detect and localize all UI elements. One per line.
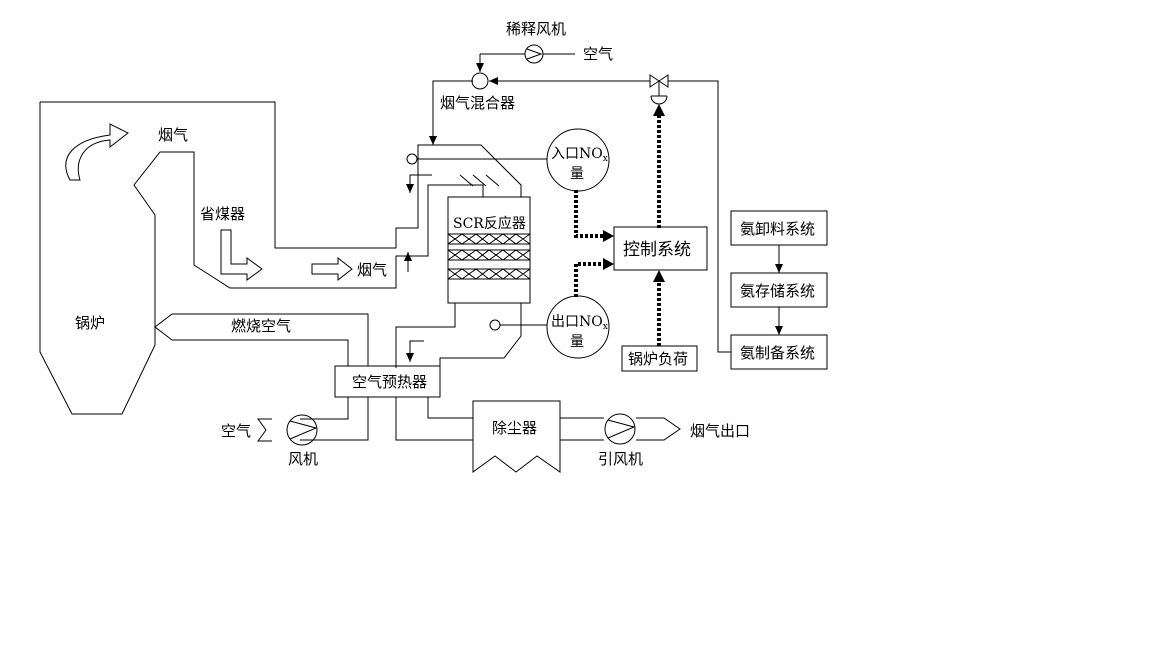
boiler-load-box: [621, 345, 698, 372]
air-preheater-box: [334, 365, 441, 398]
dilution-fan-label: 稀释风机: [506, 20, 566, 38]
flue-mixer-icon: [471, 72, 489, 90]
combustion-air-label: 燃烧空气: [231, 317, 291, 335]
economizer-flow-arrow-icon: [220, 229, 263, 281]
reactor-outlet-duct-2: [439, 303, 522, 368]
economizer-label: 省煤器: [200, 205, 245, 223]
ammonia-prep-label: 氨制备系统: [740, 344, 815, 362]
induced-fan-icon: [604, 413, 636, 445]
combustion-air-duct: [154, 313, 369, 366]
flue-gas-label-2: 烟气: [357, 261, 387, 279]
boiler: [39, 101, 522, 415]
outlet-nox-label-2: 量: [570, 334, 584, 350]
outlet-nox-signal: [574, 262, 606, 297]
curved-flue-arrow-icon: [65, 123, 129, 181]
fan-icon: [286, 414, 318, 446]
inlet-sensor-point: [406, 153, 418, 165]
inlet-nox-label-2: 量: [570, 166, 584, 182]
fan-label: 风机: [288, 450, 318, 468]
control-system-box: [613, 226, 708, 271]
flue-to-dust-duct: [395, 397, 473, 441]
ammonia-unload-label: 氨卸料系统: [740, 220, 815, 238]
boiler-label: 锅炉: [75, 314, 105, 332]
air-left-label: 空气: [221, 422, 251, 440]
outlet-sensor-point: [489, 319, 501, 331]
scr-reactor: [447, 196, 531, 304]
reactor-outlet-duct: [395, 303, 456, 368]
control-system-label: 控制系统: [623, 240, 691, 260]
flue-outlet-label: 烟气出口: [690, 422, 750, 440]
boiler-load-label: 锅炉负荷: [628, 350, 688, 368]
scr-reactor-label: SCR反应器: [453, 215, 526, 232]
inlet-nox-signal: [574, 190, 606, 238]
inlet-nox-node: [546, 128, 610, 192]
air-preheater-label: 空气预热器: [352, 373, 427, 391]
outlet-nox-label: 出口NOx: [551, 314, 608, 332]
outlet-nox-node: [546, 295, 610, 359]
flue-flow-arrow-icon: [311, 256, 353, 282]
preheater-small-arrow-icon: [406, 340, 424, 362]
fan-air-duct: [300, 397, 369, 441]
inlet-nox-label: 入口NOx: [551, 146, 608, 164]
guide-vanes: [459, 174, 500, 187]
induced-fan-label: 引风机: [598, 450, 643, 468]
ammonia-storage-label: 氨存储系统: [740, 282, 815, 300]
turn-small-arrow-icon: [406, 174, 432, 193]
flue-gas-label-1: 烟气: [158, 126, 188, 144]
dust-collector: [472, 400, 561, 473]
flue-mixer-label: 烟气混合器: [440, 94, 515, 112]
air-top-label: 空气: [583, 45, 613, 63]
dust-collector-label: 除尘器: [492, 419, 537, 437]
ammonia-valve-icon: [649, 74, 669, 105]
